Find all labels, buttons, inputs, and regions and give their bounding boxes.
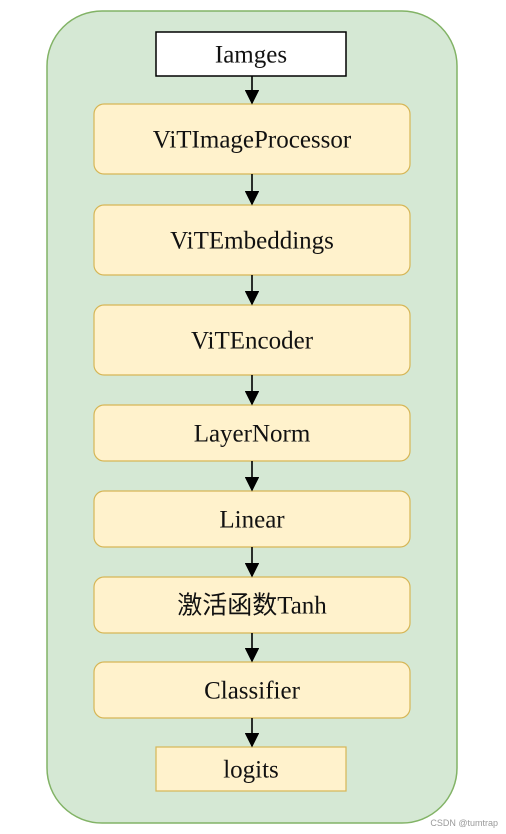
node-classifier: Classifier bbox=[93, 661, 411, 719]
node-linear-label: Linear bbox=[219, 507, 285, 534]
node-encoder: ViTEncoder bbox=[93, 304, 411, 376]
node-input-label: Iamges bbox=[215, 42, 287, 69]
node-output: logits bbox=[155, 746, 347, 792]
node-embeddings: ViTEmbeddings bbox=[93, 204, 411, 276]
node-activation: 激活函数Tanh bbox=[93, 576, 411, 634]
node-input: Iamges bbox=[155, 31, 347, 77]
node-processor-label: ViTImageProcessor bbox=[153, 127, 352, 154]
node-encoder-label: ViTEncoder bbox=[191, 328, 314, 355]
node-embeddings-label: ViTEmbeddings bbox=[170, 228, 334, 255]
node-classifier-label: Classifier bbox=[204, 678, 300, 705]
node-processor: ViTImageProcessor bbox=[93, 103, 411, 175]
node-output-box bbox=[155, 746, 347, 792]
node-activation-label: 激活函数Tanh bbox=[177, 592, 327, 620]
node-linear: Linear bbox=[93, 490, 411, 548]
node-input-box bbox=[155, 31, 347, 77]
watermark-text: CSDN @tumtrap bbox=[430, 818, 498, 828]
node-output-label: logits bbox=[223, 757, 279, 784]
node-layernorm-label: LayerNorm bbox=[194, 421, 311, 448]
node-layernorm: LayerNorm bbox=[93, 404, 411, 462]
